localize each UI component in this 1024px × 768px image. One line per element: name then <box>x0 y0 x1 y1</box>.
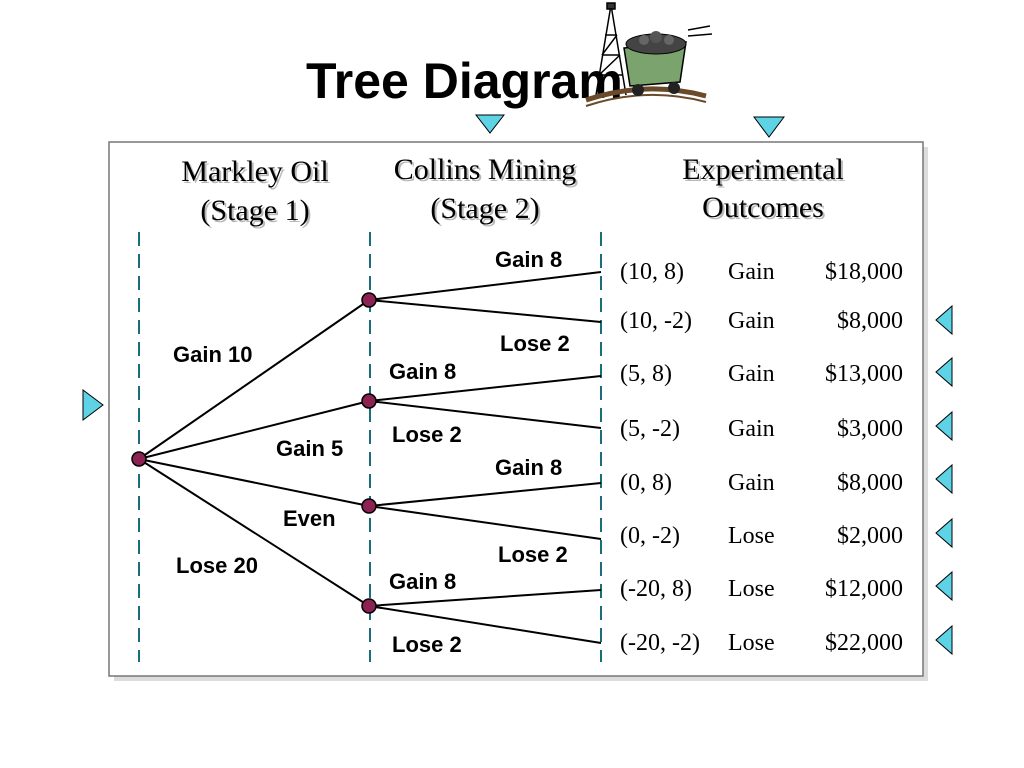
node-lose-20 <box>361 598 377 614</box>
outcome-result: Gain <box>728 470 775 496</box>
outcome-result: Gain <box>728 416 775 442</box>
svg-text:Experimental: Experimental <box>684 155 846 188</box>
svg-text:(Stage 1): (Stage 1) <box>202 196 311 229</box>
outcome-pair: (10, -2) <box>620 308 692 334</box>
svg-text:Outcomes: Outcomes <box>702 191 824 224</box>
left-arrow-icon[interactable] <box>935 570 953 602</box>
outcome-row: (10, -2) Gain $8,000 <box>620 308 903 334</box>
outcome-pair: (-20, 8) <box>620 576 692 602</box>
branch-s2-7 <box>368 589 602 607</box>
outcome-amount: $13,000 <box>825 361 903 387</box>
left-arrow-icon[interactable] <box>935 410 953 442</box>
label-gain-10: Gain 10 <box>173 342 252 367</box>
header-stage1: Markley Oil Markley Oil (Stage 1) (Stage… <box>181 155 330 229</box>
outcome-row: (0, -2) Lose $2,000 <box>620 523 903 549</box>
left-arrow-icon[interactable] <box>935 624 953 656</box>
label-s2-3: Gain 8 <box>389 359 456 384</box>
branch-s2-8 <box>368 605 602 644</box>
label-s2-2: Lose 2 <box>500 331 570 356</box>
down-arrow-icon[interactable] <box>474 114 506 134</box>
outcome-pair: (-20, -2) <box>620 630 700 656</box>
outcome-amount: $18,000 <box>825 259 903 285</box>
svg-text:Experimental: Experimental <box>682 153 844 186</box>
outcome-amount: $3,000 <box>837 416 903 442</box>
branch-s2-2 <box>368 299 602 323</box>
branch-s2-6 <box>368 505 602 540</box>
node-gain-5 <box>361 393 377 409</box>
svg-text:(Stage 1): (Stage 1) <box>200 194 309 227</box>
outcome-pair: (0, -2) <box>620 523 680 549</box>
label-s2-1: Gain 8 <box>495 247 562 272</box>
outcome-row: (-20, -2) Lose $22,000 <box>620 630 903 656</box>
diagram-panel <box>108 141 924 677</box>
branch-gain-5 <box>138 400 370 460</box>
label-s2-5: Gain 8 <box>495 455 562 480</box>
outcome-amount: $8,000 <box>837 308 903 334</box>
outcome-result: Gain <box>728 308 775 334</box>
svg-text:(Stage 2): (Stage 2) <box>432 194 541 227</box>
branch-even <box>138 458 370 507</box>
branch-s2-5 <box>368 482 602 507</box>
outcome-row: (0, 8) Gain $8,000 <box>620 470 903 496</box>
label-lose-20: Lose 20 <box>176 553 258 578</box>
outcome-row: (10, 8) Gain $18,000 <box>620 259 903 285</box>
branch-s2-3 <box>368 375 602 402</box>
label-s2-7: Gain 8 <box>389 569 456 594</box>
left-arrow-icon[interactable] <box>935 304 953 336</box>
outcome-row: (5, -2) Gain $3,000 <box>620 416 903 442</box>
outcome-amount: $8,000 <box>837 470 903 496</box>
node-gain-10 <box>361 292 377 308</box>
outcome-result: Gain <box>728 259 775 285</box>
label-s2-8: Lose 2 <box>392 632 462 657</box>
root-node <box>131 451 147 467</box>
mining-clipart-icon <box>585 2 713 107</box>
outcome-amount: $12,000 <box>825 576 903 602</box>
branch-s2-4 <box>368 400 602 429</box>
outcome-pair: (10, 8) <box>620 259 684 285</box>
svg-text:Markley Oil: Markley Oil <box>181 155 328 188</box>
outcome-pair: (5, 8) <box>620 361 672 387</box>
svg-text:Outcomes: Outcomes <box>704 193 826 226</box>
slide-title: Tree Diagram <box>306 53 623 109</box>
outcome-row: (-20, 8) Lose $12,000 <box>620 576 903 602</box>
branch-gain-10 <box>138 299 370 460</box>
header-stage2: Collins Mining Collins Mining (Stage 2) … <box>394 153 579 227</box>
branch-lose-20 <box>138 458 370 607</box>
header-outcomes: Experimental Experimental Outcomes Outco… <box>682 153 846 226</box>
outcome-result: Lose <box>728 576 775 602</box>
branch-s2-1 <box>368 271 602 301</box>
label-s2-4: Lose 2 <box>392 422 462 447</box>
outcome-pair: (0, 8) <box>620 470 672 496</box>
outcome-result: Gain <box>728 361 775 387</box>
label-even: Even <box>283 506 336 531</box>
outcome-pair: (5, -2) <box>620 416 680 442</box>
label-s2-6: Lose 2 <box>498 542 568 567</box>
left-arrow-icon[interactable] <box>935 356 953 388</box>
svg-text:(Stage 2): (Stage 2) <box>430 192 539 225</box>
right-arrow-icon[interactable] <box>82 389 104 421</box>
svg-text:Markley Oil: Markley Oil <box>183 157 330 190</box>
label-gain-5: Gain 5 <box>276 436 343 461</box>
svg-text:Collins Mining: Collins Mining <box>394 153 577 186</box>
outcome-amount: $22,000 <box>825 630 903 656</box>
svg-text:Collins Mining: Collins Mining <box>396 155 579 188</box>
outcome-row: (5, 8) Gain $13,000 <box>620 361 903 387</box>
outcome-amount: $2,000 <box>837 523 903 549</box>
node-even <box>361 498 377 514</box>
left-arrow-icon[interactable] <box>935 517 953 549</box>
outcome-result: Lose <box>728 523 775 549</box>
outcome-result: Lose <box>728 630 775 656</box>
down-arrow-icon[interactable] <box>753 116 785 138</box>
left-arrow-icon[interactable] <box>935 463 953 495</box>
